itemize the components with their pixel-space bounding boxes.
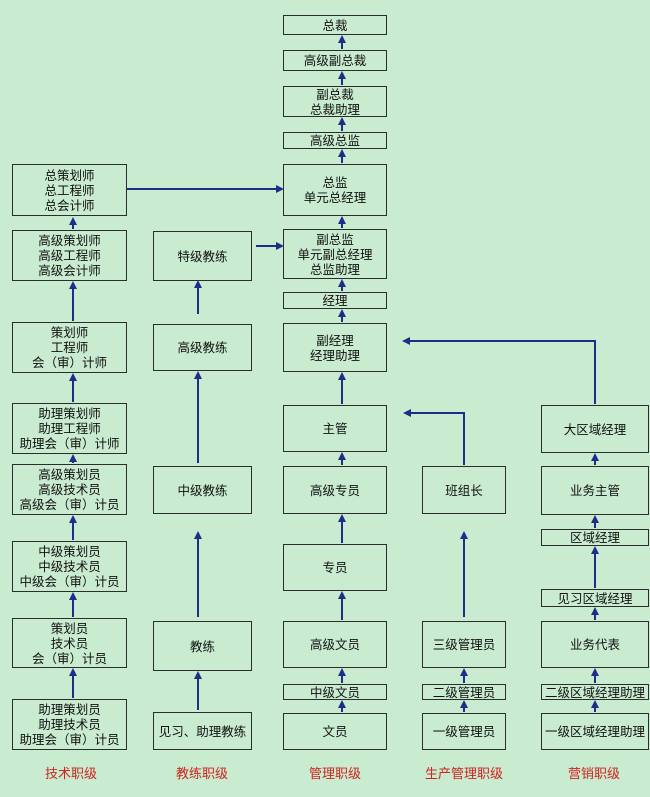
arrow	[402, 337, 596, 404]
mgmt-box-president: 总裁	[283, 15, 387, 35]
prod-box-level3: 三级管理员	[422, 621, 506, 668]
column-label-prod: 生产管理职级	[424, 767, 503, 782]
mgmt-box-specialist: 专员	[283, 544, 387, 591]
mgmt-box-deputy-director: 副总监 单元副总经理 总监助理	[283, 229, 387, 279]
tech-box-senior-staff: 高级策划员 高级技术员 高级会（审）计员	[12, 464, 127, 515]
coach-box-coach: 教练	[153, 621, 252, 671]
mgmt-box-manager: 经理	[283, 292, 387, 309]
prod-box-level2: 二级管理员	[422, 684, 506, 700]
prod-box-team-leader: 班组长	[422, 466, 506, 514]
tech-box-senior: 高级策划师 高级工程师 高级会计师	[12, 230, 127, 281]
mgmt-box-senior-director: 高级总监	[283, 132, 387, 149]
column-label-coach: 教练职级	[175, 767, 228, 782]
tech-box-staff: 策划员 技术员 会（审）计员	[12, 618, 127, 668]
column-label-sales: 营销职级	[567, 767, 620, 782]
mgmt-box-director: 总监 单元总经理	[283, 164, 387, 216]
column-label-tech: 技术职级	[44, 767, 97, 782]
mgmt-box-mid-clerk: 中级文员	[283, 684, 387, 700]
mgmt-box-clerk: 文员	[283, 713, 387, 750]
mgmt-box-vp: 副总裁 总裁助理	[283, 86, 387, 117]
prod-box-level1: 一级管理员	[422, 713, 506, 750]
sales-box-business-supervisor: 业务主管	[541, 466, 649, 515]
column-label-mgmt: 管理职级	[308, 767, 361, 782]
coach-box-trainee: 见习、助理教练	[153, 712, 252, 750]
tech-box-assistant-staff: 助理策划员 助理技术员 助理会（审）计员	[12, 699, 127, 750]
mgmt-box-senior-specialist: 高级专员	[283, 466, 387, 514]
tech-box-chief: 总策划师 总工程师 总会计师	[12, 164, 127, 216]
sales-box-level2-assistant: 二级区域经理助理	[541, 684, 649, 700]
tech-box-mid-staff: 中级策划员 中级技术员 中级会（审）计员	[12, 541, 127, 592]
tech-box-standard: 策划师 工程师 会（审）计师	[12, 322, 127, 373]
coach-box-mid: 中级教练	[153, 466, 252, 514]
mgmt-box-senior-vp: 高级副总裁	[283, 50, 387, 71]
sales-box-area-manager: 区域经理	[541, 529, 649, 546]
mgmt-box-senior-clerk: 高级文员	[283, 621, 387, 668]
sales-box-level1-assistant: 一级区域经理助理	[541, 713, 649, 750]
coach-box-senior: 高级教练	[153, 324, 252, 371]
sales-box-representative: 业务代表	[541, 621, 649, 668]
coach-box-special: 特级教练	[153, 231, 252, 281]
tech-box-assistant: 助理策划师 助理工程师 助理会（审）计师	[12, 403, 127, 454]
mgmt-box-supervisor: 主管	[283, 405, 387, 452]
sales-box-regional-manager: 大区域经理	[541, 405, 649, 453]
mgmt-box-deputy-manager: 副经理 经理助理	[283, 323, 387, 372]
arrow	[403, 409, 465, 465]
sales-box-trainee-area-manager: 见习区域经理	[541, 589, 649, 607]
